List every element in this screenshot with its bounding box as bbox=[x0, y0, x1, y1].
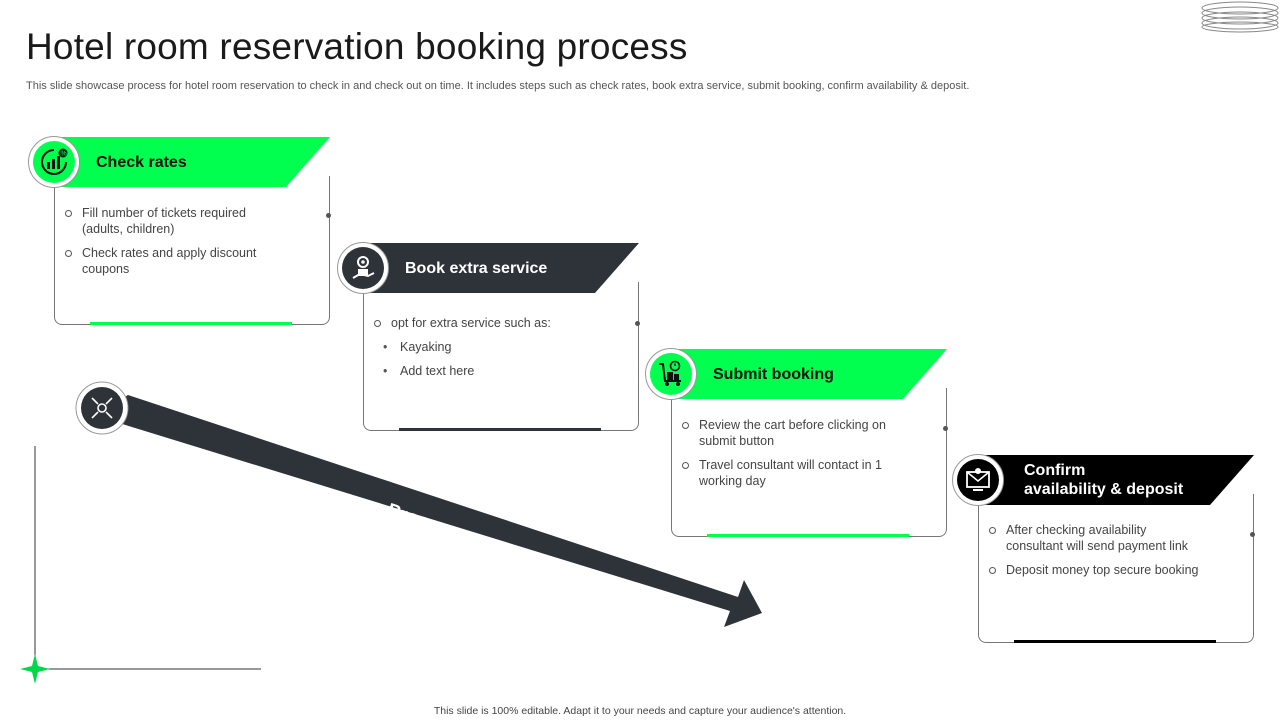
step-banner bbox=[974, 455, 1254, 505]
step-banner bbox=[50, 137, 330, 187]
slide-title: Hotel room reservation booking process bbox=[26, 26, 688, 67]
step-bullets: Fill number of tickets required (adults,… bbox=[63, 205, 263, 285]
bullet-item: Review the cart before clicking on submi… bbox=[680, 417, 895, 449]
step-icon-circle bbox=[645, 348, 697, 400]
box-accent-line bbox=[399, 428, 601, 431]
box-accent-line bbox=[1014, 640, 1216, 643]
step-title-line2: availability & deposit bbox=[1024, 481, 1184, 498]
box-dot bbox=[1250, 532, 1255, 537]
step-icon-circle bbox=[952, 454, 1004, 506]
step-check-rates: Check rates % Fill number of tickets req… bbox=[28, 136, 331, 328]
step-banner bbox=[667, 349, 947, 399]
process-arrow: Process bbox=[75, 381, 762, 627]
sub-bullet-item: Add text here bbox=[353, 363, 602, 379]
target-arrows-icon bbox=[91, 397, 113, 419]
rings-decoration bbox=[1201, 1, 1279, 33]
bullet-item: Travel consultant will contact in 1 work… bbox=[680, 457, 895, 489]
step-title-line1: Confirm bbox=[1024, 462, 1086, 479]
box-dot bbox=[943, 426, 948, 431]
step-bullets: Review the cart before clicking on submi… bbox=[680, 417, 895, 497]
box-dot bbox=[635, 321, 640, 326]
bullet-item: After checking availability consultant w… bbox=[987, 522, 1202, 554]
step-title: Book extra service bbox=[405, 260, 548, 277]
step-title: Check rates bbox=[96, 154, 187, 171]
email-monitor-icon bbox=[966, 468, 990, 491]
slide-subtitle: This slide showcase process for hotel ro… bbox=[26, 80, 970, 92]
bullet-item: Check rates and apply discount coupons bbox=[63, 245, 263, 277]
step-submit-booking: Submit booking Review the cart before cl… bbox=[645, 348, 948, 540]
step-bullets: opt for extra service such as: Kayaking … bbox=[372, 315, 602, 387]
box-accent-line bbox=[90, 322, 292, 325]
slide-footer: This slide is 100% editable. Adapt it to… bbox=[433, 705, 847, 717]
step-icon-circle bbox=[337, 242, 389, 294]
bullet-item: opt for extra service such as: bbox=[372, 315, 602, 331]
growth-chart-icon: % bbox=[41, 148, 68, 175]
bullet-item: Deposit money top secure booking bbox=[987, 562, 1202, 578]
step-bullets: After checking availability consultant w… bbox=[987, 522, 1202, 586]
sparkle-icon bbox=[20, 654, 50, 684]
step-confirm-availability: Confirm availability & deposit After che… bbox=[952, 454, 1255, 646]
bullet-item: Fill number of tickets required (adults,… bbox=[63, 205, 263, 237]
step-title: Confirm availability & deposit bbox=[1024, 461, 1183, 499]
svg-text:%: % bbox=[61, 151, 67, 158]
box-accent-line bbox=[707, 534, 909, 537]
box-dot bbox=[326, 213, 331, 218]
step-banner bbox=[359, 243, 639, 293]
step-title: Submit booking bbox=[713, 366, 834, 383]
sub-bullet-item: Kayaking bbox=[353, 339, 602, 355]
luggage-cart-icon bbox=[659, 360, 681, 386]
step-icon-circle: % bbox=[28, 136, 80, 188]
step-book-extra-service: Book extra service opt for extra service… bbox=[337, 242, 640, 434]
axis-decoration bbox=[20, 446, 261, 684]
service-box-icon bbox=[352, 256, 375, 279]
